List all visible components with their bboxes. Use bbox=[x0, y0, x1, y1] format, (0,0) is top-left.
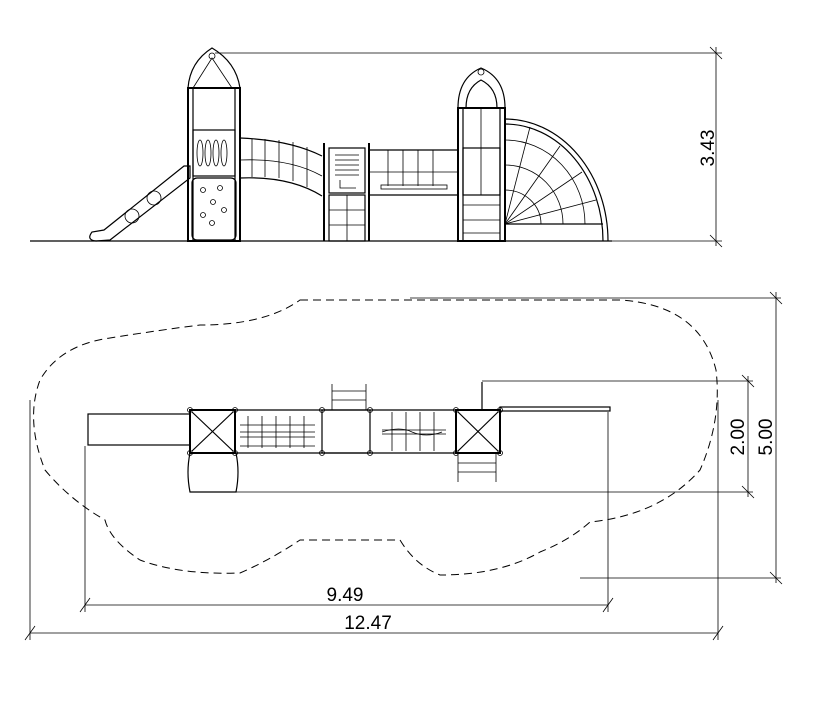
maze-panel-module bbox=[323, 143, 370, 242]
net-bridge bbox=[239, 137, 323, 197]
rope-bridge-plan bbox=[381, 412, 446, 451]
right-tower-plan bbox=[455, 382, 611, 482]
slide-plan bbox=[87, 413, 191, 446]
rope-bridge bbox=[370, 149, 458, 196]
depth-dimension-outer-label: 5.00 bbox=[756, 419, 777, 456]
ladder-plan bbox=[457, 453, 497, 482]
depth-dimension-inner-label: 2.00 bbox=[728, 419, 749, 456]
dimension-lines bbox=[24, 291, 783, 641]
middle-deck-plan bbox=[321, 409, 371, 454]
climbing-wall-plan bbox=[187, 452, 239, 493]
arch-climbing-net bbox=[504, 118, 609, 242]
arch-net-plan bbox=[499, 406, 611, 412]
net-bridge-plan bbox=[240, 416, 315, 448]
length-dimension-outer-label: 12.47 bbox=[344, 613, 392, 634]
height-dimension-label: 3.43 bbox=[698, 130, 719, 167]
left-tower-plan bbox=[187, 409, 239, 493]
safety-zone-outline bbox=[33, 299, 718, 576]
length-dimension-inner-label: 9.49 bbox=[327, 585, 364, 606]
deck-posts bbox=[187, 407, 503, 456]
right-tower bbox=[457, 67, 506, 242]
ladder bbox=[463, 204, 500, 234]
slide bbox=[89, 165, 191, 242]
plan-view: 2.00 5.00 9.49 12.47 bbox=[24, 291, 783, 641]
top-ladder-plan bbox=[331, 384, 367, 410]
height-dimension bbox=[215, 46, 723, 248]
elevation-view: 3.43 bbox=[30, 46, 723, 248]
left-tower bbox=[187, 47, 241, 242]
climbing-holds bbox=[200, 185, 227, 226]
